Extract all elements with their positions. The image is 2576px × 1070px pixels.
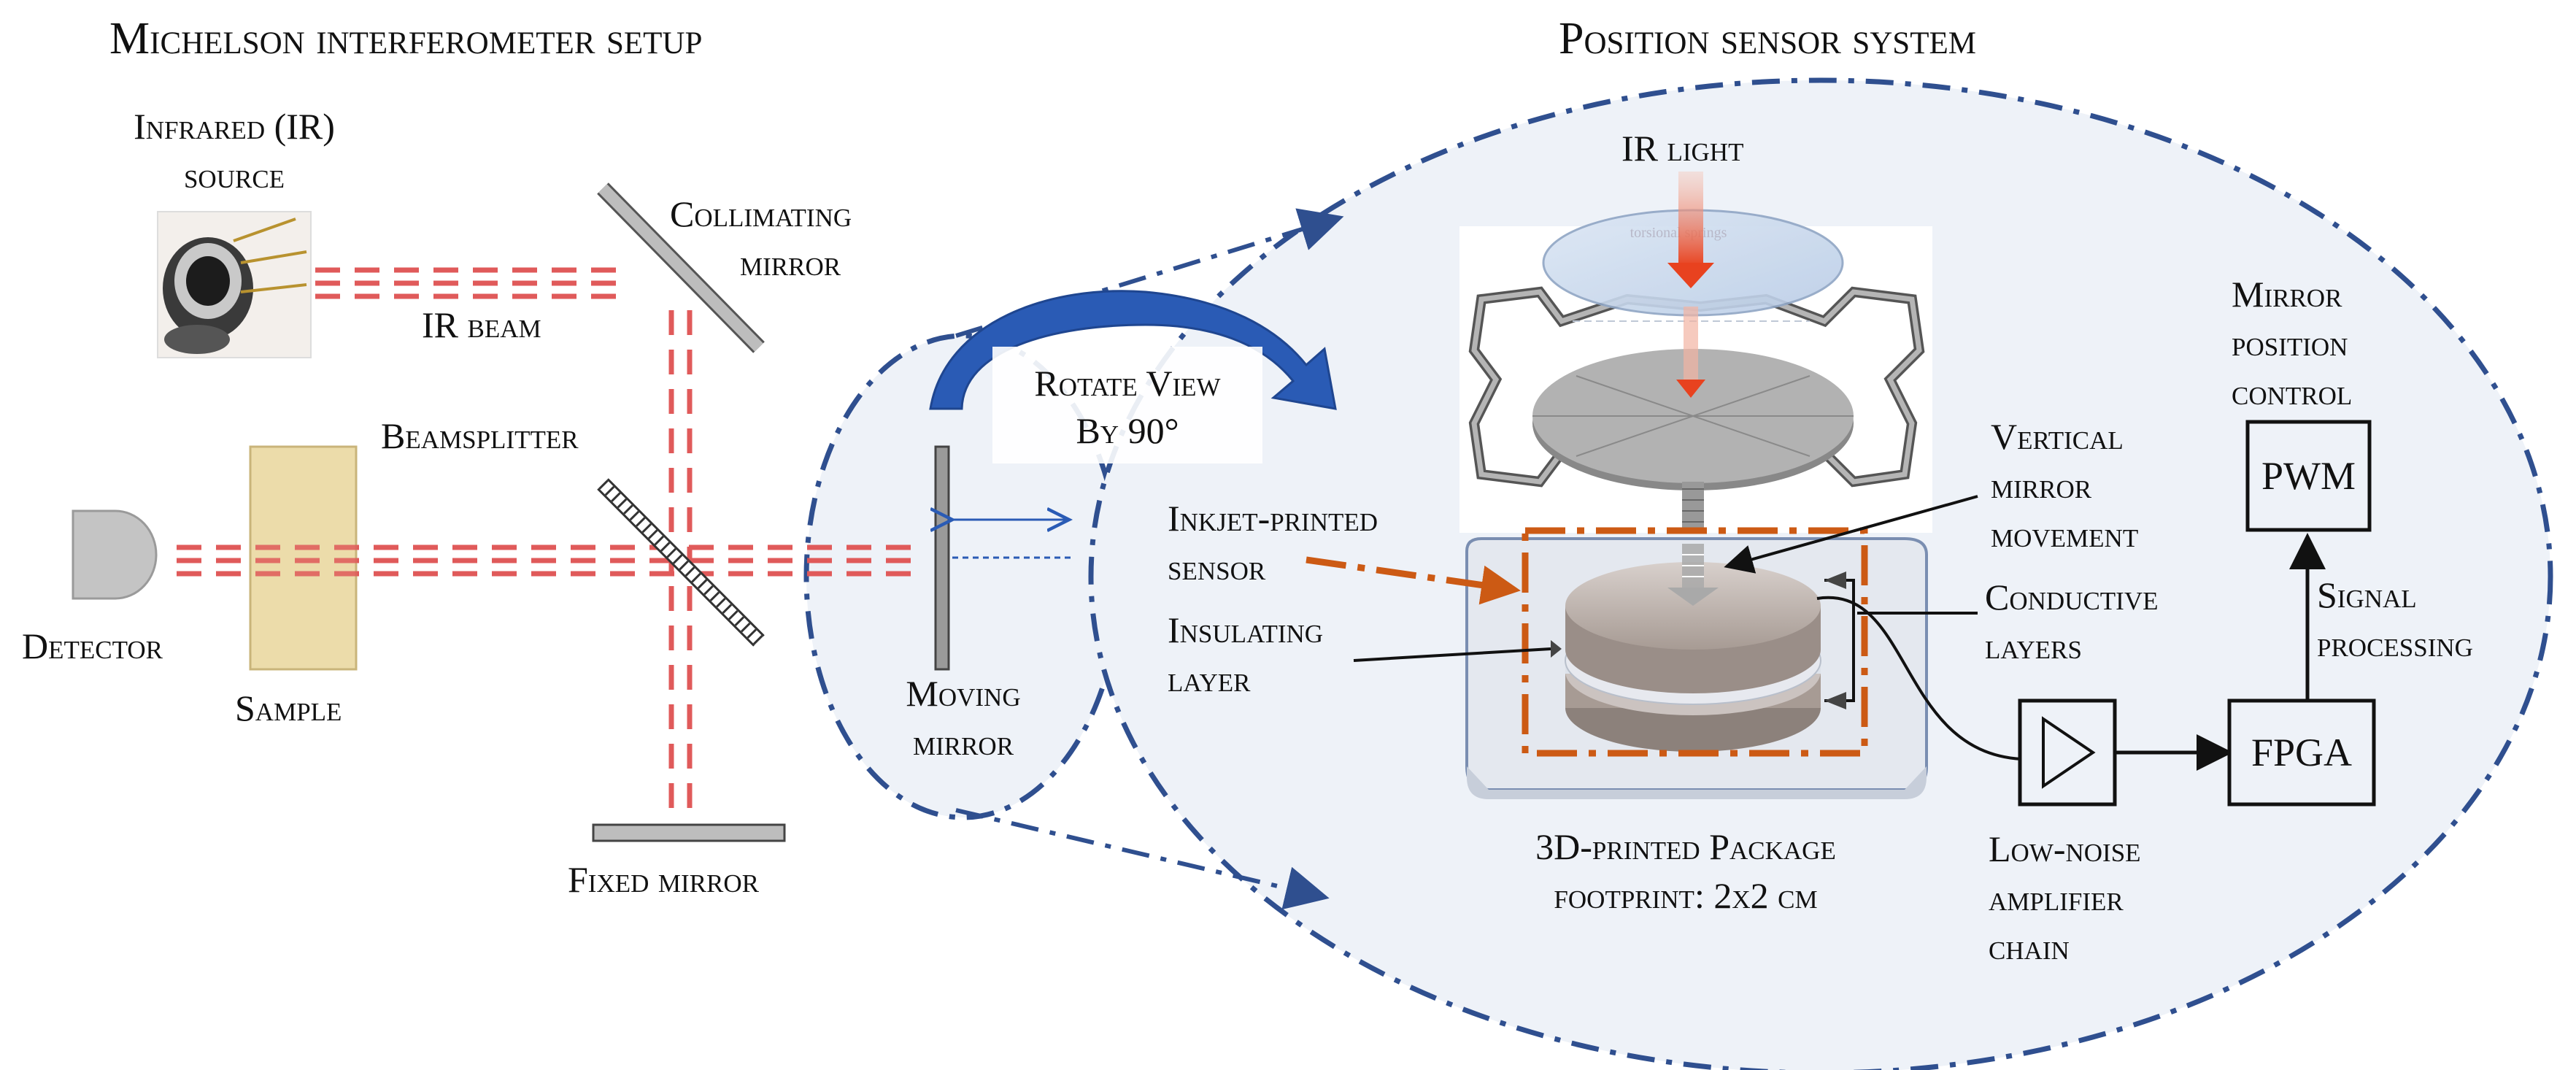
inkjet-sensor-label-line2: sensor xyxy=(1168,547,1266,588)
conductive-arrow-top xyxy=(1824,571,1846,589)
mirror-control-label-line2: position xyxy=(2232,323,2348,363)
left-title: Michelson interferometer setup xyxy=(109,14,703,63)
mirror-control-label-line3: control xyxy=(2232,372,2353,412)
inkjet-sensor-label-line1: Inkjet-printed xyxy=(1168,498,1378,539)
ir-source-label-line2: source xyxy=(183,155,285,196)
vertical-movement-label-line3: movement xyxy=(1991,514,2139,555)
ir-beam-source xyxy=(315,267,628,299)
vertical-movement-leader xyxy=(1724,495,1978,574)
ir-source-icon xyxy=(157,211,312,358)
collimating-mirror-label-line1: Collimating xyxy=(670,193,852,234)
right-title: Position sensor system xyxy=(1559,14,1976,63)
rotate-arrow-icon xyxy=(929,290,1337,410)
amplifier-icon xyxy=(2042,716,2096,789)
package-label-line1: 3D-printed Package xyxy=(1535,826,1836,867)
ir-source-label-line1: Infrared (IR) xyxy=(134,106,335,147)
insulating-leader xyxy=(1353,647,1551,662)
package-label-line2: footprint: 2x2 cm xyxy=(1554,875,1818,916)
rotate-view-label-line2: By 90° xyxy=(1076,410,1179,451)
inkjet-leader xyxy=(1306,556,1521,605)
conductive-arrow-bottom xyxy=(1824,692,1846,709)
pwm-label: PWM xyxy=(2261,454,2356,498)
signal-processing-label-line1: Signal xyxy=(2317,574,2417,615)
rotate-label-box xyxy=(992,347,1262,463)
ir-light-arrowhead-lower xyxy=(1676,380,1705,398)
amplifier-label-line2: amplifier xyxy=(1989,877,2124,918)
conductive-layers-label-line2: layers xyxy=(1985,626,2082,666)
detector-label: Detector xyxy=(22,626,163,666)
amplifier-label-line1: Low-noise xyxy=(1989,828,2141,869)
sample-label: Sample xyxy=(235,688,342,728)
pwm-block xyxy=(2245,420,2372,532)
insulating-layer-label-line1: Insulating xyxy=(1168,609,1324,650)
ir-light-beam-lower xyxy=(1684,307,1698,380)
detector-icon xyxy=(72,509,158,600)
rotate-view-label-line1: Rotate View xyxy=(1034,363,1221,404)
moving-mirror-label-line1: Moving xyxy=(906,673,1021,714)
insulating-layer-label-line2: layer xyxy=(1168,658,1251,699)
sensor-wire xyxy=(1816,596,2022,761)
fpga-block xyxy=(2227,698,2376,807)
amplifier-block xyxy=(2018,698,2117,807)
ir-light-label: IR light xyxy=(1621,128,1744,169)
fixed-mirror-label: Fixed mirror xyxy=(568,859,759,900)
vertical-movement-arrow xyxy=(1667,544,1719,606)
ir-beam-label: IR beam xyxy=(422,304,541,345)
beamsplitter-label: Beamsplitter xyxy=(381,415,579,456)
insulating-arrow-head xyxy=(1551,640,1562,658)
conductive-layers-label-line1: Conductive xyxy=(1985,577,2159,617)
beam-through-sample xyxy=(177,544,358,577)
moving-mirror-label-line2: mirror xyxy=(912,722,1014,763)
vertical-movement-label-line1: Vertical xyxy=(1991,416,2124,457)
vertical-movement-label-line2: mirror xyxy=(1991,465,2092,506)
fpga-label: FPGA xyxy=(2251,731,2353,774)
moving-mirror xyxy=(934,445,950,671)
sensor-disc-stack xyxy=(1565,562,1821,752)
signal-processing-label-line2: processing xyxy=(2317,623,2473,664)
collimating-mirror-label-line2: mirror xyxy=(740,242,841,283)
collimating-mirror xyxy=(597,182,765,353)
mirror-control-label-line1: Mirror xyxy=(2232,274,2342,315)
ir-light-beam xyxy=(1678,172,1703,266)
amplifier-label-line3: chain xyxy=(1989,926,2070,967)
zoom-guide-bottom xyxy=(955,808,1330,910)
beamsplitter xyxy=(597,478,765,647)
fixed-mirror xyxy=(592,823,786,842)
ir-light-arrowhead xyxy=(1667,263,1714,288)
inkjet-sensor-frame xyxy=(1522,527,1868,757)
